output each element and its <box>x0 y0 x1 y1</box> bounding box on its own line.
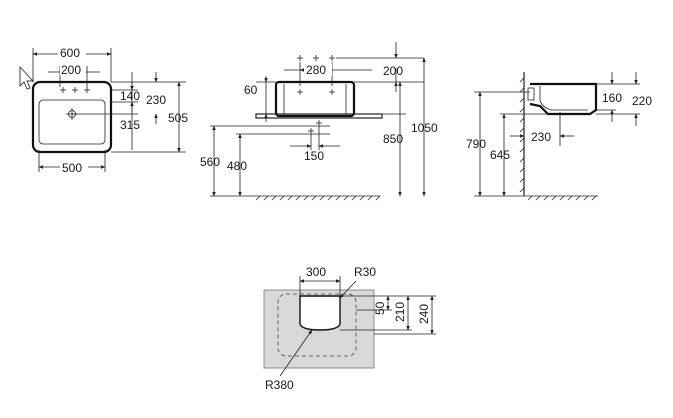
counter-top <box>255 113 383 119</box>
mouse-pointer-icon <box>19 65 35 90</box>
floor-hatch <box>255 195 381 201</box>
wall-hatch <box>519 77 525 193</box>
dim-645: 645 <box>490 148 510 162</box>
dim-240: 240 <box>417 304 431 324</box>
basin-outline <box>31 80 113 154</box>
basin-footprint <box>277 293 357 357</box>
dim-850: 850 <box>383 132 403 146</box>
dim-500: 500 <box>62 161 82 175</box>
tap-marks-front <box>297 55 335 95</box>
basin-front <box>274 80 356 118</box>
dim-50: 50 <box>373 301 387 315</box>
basin-bowl <box>38 99 106 145</box>
dim-60: 60 <box>244 83 258 97</box>
cutout-view: 300 R30 50 210 240 R380 <box>263 265 436 392</box>
side-view: 160 220 790 645 230 <box>466 72 652 201</box>
cutout-shape <box>299 295 341 331</box>
dim-220: 220 <box>632 94 652 108</box>
dim-200-front: 200 <box>383 64 403 78</box>
tap-holes <box>60 87 90 93</box>
dim-140: 140 <box>120 89 140 103</box>
dim-600: 600 <box>60 46 80 60</box>
dim-230: 230 <box>146 93 166 107</box>
dim-505: 505 <box>168 111 188 125</box>
plan-view: 600 200 140 230 315 505 500 <box>31 46 188 175</box>
label-r30: R30 <box>354 265 376 279</box>
dim-150: 150 <box>304 149 324 163</box>
dim-280: 280 <box>306 63 326 77</box>
dim-480: 480 <box>227 159 247 173</box>
dim-300: 300 <box>306 265 326 279</box>
dim-790: 790 <box>466 137 486 151</box>
dim-210: 210 <box>393 302 407 322</box>
label-r380: R380 <box>265 378 294 392</box>
dim-1050: 1050 <box>411 121 438 135</box>
floor-hatch-side <box>527 195 597 201</box>
dim-160: 160 <box>602 91 622 105</box>
dim-200: 200 <box>61 63 81 77</box>
front-view: 280 200 60 850 1050 560 480 150 <box>200 42 438 201</box>
dim-315: 315 <box>120 118 140 132</box>
dim-230-side: 230 <box>531 130 551 144</box>
dim-560: 560 <box>200 155 220 169</box>
